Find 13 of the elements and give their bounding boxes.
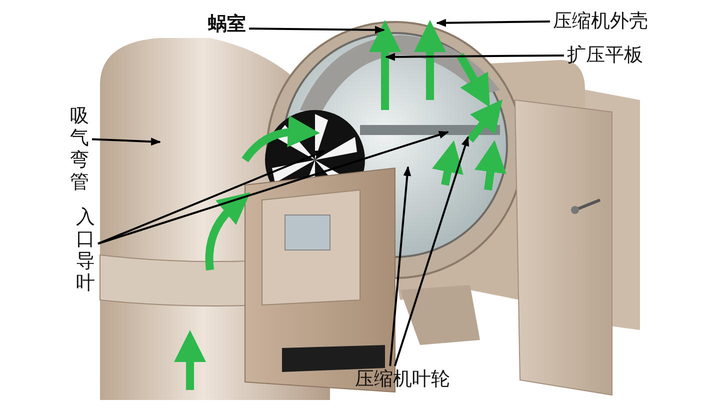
leader-line bbox=[92, 138, 161, 146]
leader-line bbox=[98, 130, 449, 245]
part-label: 扩压平板 bbox=[567, 45, 643, 66]
leader-line bbox=[394, 136, 470, 366]
leader-line bbox=[98, 150, 325, 245]
part-label: 入口导叶 bbox=[76, 207, 95, 294]
part-label: 蜗室 bbox=[208, 14, 246, 35]
leader-line bbox=[385, 52, 564, 61]
leader-line bbox=[248, 26, 385, 34]
leader-line bbox=[436, 18, 550, 27]
part-label: 吸气弯管 bbox=[70, 106, 89, 194]
leader-line bbox=[389, 166, 412, 366]
part-label: 压缩机外壳 bbox=[553, 11, 648, 32]
